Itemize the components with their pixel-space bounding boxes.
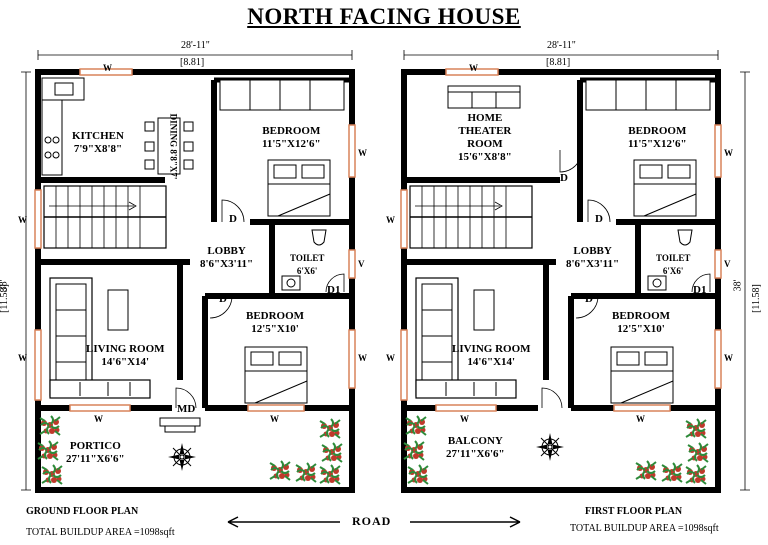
gf-window-bedroom2: W: [270, 414, 279, 424]
ff-total-area: TOTAL BUILDUP AREA =1098sqft: [570, 523, 719, 534]
gf-width-ft: 28'-11": [181, 40, 210, 51]
gf-window-left1: W: [18, 215, 27, 225]
gf-depth-m: [11.58]: [0, 284, 10, 313]
road-label: ROAD: [352, 514, 392, 528]
gf-plan-title: GROUND FLOOR PLAN: [26, 506, 139, 517]
ff-depth-m: [11.58]: [750, 284, 762, 313]
gf-total-area: TOTAL BUILDUP AREA =1098sqft: [26, 527, 175, 538]
ff-window-right3: W: [724, 353, 733, 363]
ff-window-right1: W: [724, 148, 733, 158]
ff-door-toilet: D1: [693, 284, 707, 296]
ff-door-bedroom1: D: [595, 213, 603, 225]
ff-plan-title: FIRST FLOOR PLAN: [585, 506, 683, 517]
page-title: NORTH FACING HOUSE: [247, 4, 521, 29]
ff-door-bedroom2: D: [585, 293, 593, 305]
gf-door-bedroom1: D: [229, 213, 237, 225]
ground-floor-plan: [21, 50, 356, 493]
gf-main-door: MD: [177, 403, 196, 415]
ff-width-ft: 28'-11": [547, 40, 576, 51]
ff-width-m: [8.81]: [546, 57, 571, 68]
first-floor-plan: [400, 50, 750, 493]
gf-window-right3: W: [358, 353, 367, 363]
ff-door-theater: D: [560, 172, 568, 184]
ff-window-bedroom2: W: [636, 414, 645, 424]
gf-dining-label: DINING 8'8"X7': [168, 113, 179, 180]
ff-window-living: W: [460, 414, 469, 424]
gf-width-m: [8.81]: [180, 57, 205, 68]
gf-door-toilet: D1: [327, 284, 341, 296]
gf-window-right1: W: [358, 148, 367, 158]
gf-window-living: W: [94, 414, 103, 424]
ff-window-right2: V: [724, 259, 731, 269]
ff-window-top: W: [469, 63, 478, 73]
ff-window-left2: W: [386, 353, 395, 363]
gf-window-left2: W: [18, 353, 27, 363]
gf-window-top: W: [103, 63, 112, 73]
gf-door-bedroom2: D: [219, 293, 227, 305]
gf-window-right2: V: [358, 259, 365, 269]
ff-depth-ft: 38': [732, 279, 744, 292]
ff-window-left1: W: [386, 215, 395, 225]
road-arrow: [227, 516, 521, 528]
